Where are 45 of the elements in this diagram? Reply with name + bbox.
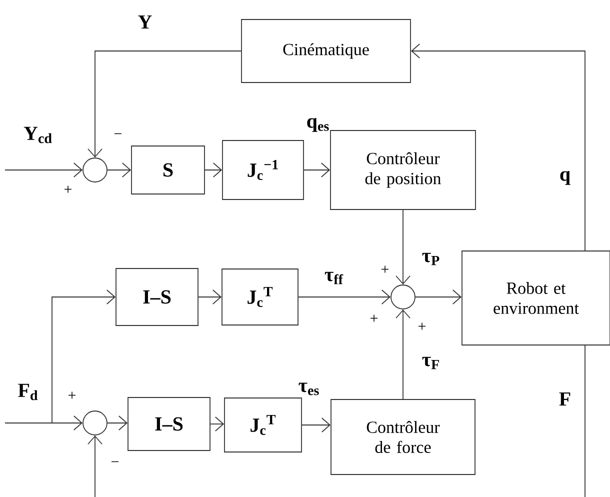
block-box: I–S — [128, 397, 210, 451]
edge-label: τ$_{ff}$ — [324, 272, 344, 284]
summing-junction — [82, 158, 108, 182]
sign-label: − — [112, 461, 118, 462]
edge-label: Y$_{cd}$ — [24, 126, 52, 144]
sign-label: − — [114, 133, 122, 134]
arrow — [107, 416, 128, 430]
arrow — [88, 435, 102, 497]
edge-label: τ$_{es}$ — [298, 382, 319, 396]
arrow — [204, 162, 222, 178]
block-box: Cinématique — [241, 19, 411, 83]
edge-label: q$_{es}$ — [307, 118, 329, 132]
arrow — [4, 162, 83, 178]
sign-label: + — [370, 314, 378, 322]
summing-junction — [82, 410, 108, 436]
arrow — [4, 416, 83, 430]
block-box: J$_{c}$−1 — [222, 140, 304, 200]
sign-label: + — [68, 392, 76, 399]
block-box: Contrôleur de position — [330, 130, 476, 210]
block-box: S — [131, 146, 205, 194]
edge-label: Y — [138, 15, 152, 29]
arrow — [304, 162, 330, 178]
arrow — [396, 210, 410, 285]
edge-label: τ$_{P}$ — [422, 252, 440, 266]
edge-label: F$_{d}$ — [18, 384, 38, 400]
sign-label: + — [418, 322, 426, 330]
sign-label: + — [382, 266, 388, 273]
arrow — [415, 290, 462, 304]
edge-label: τ$_{F}$ — [422, 356, 439, 370]
arrow — [198, 290, 222, 304]
block-box: Robot et environment — [462, 250, 610, 346]
edge-label: q — [560, 171, 570, 185]
arrow — [396, 309, 410, 400]
block-box: J$_{c}$T — [224, 398, 302, 452]
arrow — [410, 44, 586, 251]
arrow — [107, 162, 132, 178]
block-box: I–S — [116, 268, 198, 326]
block-box: J$_{c}$T — [222, 268, 298, 326]
arrow — [298, 290, 391, 304]
edge-label: F — [559, 392, 570, 406]
arrow — [88, 50, 242, 158]
block-box: Contrôleur de force — [330, 399, 476, 475]
summing-junction — [390, 284, 416, 310]
arrow — [302, 418, 331, 432]
sign-label: + — [64, 186, 72, 193]
